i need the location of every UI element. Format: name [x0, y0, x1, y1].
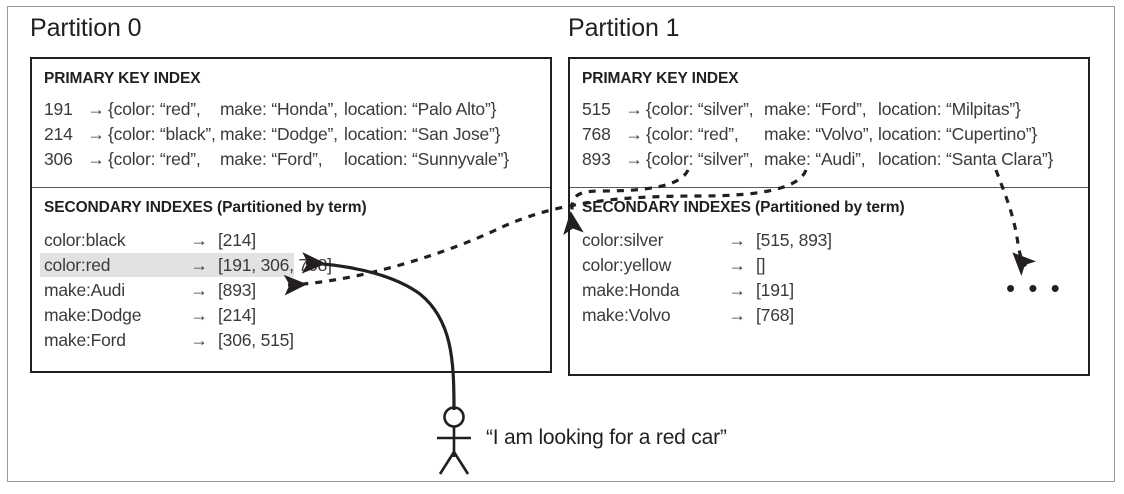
arrow-glyph: → — [728, 230, 746, 250]
list-item: make:Ford → [306, 515] — [40, 328, 294, 352]
partition-0-secondary-title: SECONDARY INDEXES (Partitioned by term) — [44, 199, 367, 216]
arrow-glyph: → — [190, 255, 208, 275]
pk-color: {color: “silver”, — [646, 149, 754, 169]
list-item: make:Honda → [191] — [582, 278, 794, 302]
arrow-glyph: → — [87, 124, 105, 144]
arrow-glyph: → — [728, 280, 746, 300]
si-postings: [214] — [218, 305, 256, 325]
table-row: 214 →{color: “black”,make: “Dodge”, locati… — [44, 124, 501, 145]
pk-color: {color: “red”, — [108, 149, 201, 169]
pk-location: location: “Santa Clara”} — [878, 149, 1054, 169]
arrow-glyph: → — [87, 149, 105, 169]
pk-key: 515 — [582, 99, 611, 119]
stick-figure-leg-right — [452, 451, 470, 475]
pk-key: 191 — [44, 99, 73, 119]
table-row: 893 →{color: “silver”, make: “Audi”, locati… — [582, 149, 1053, 170]
user-query-caption: “I am looking for a red car” — [486, 426, 727, 449]
write-arrow-more-dashed — [994, 169, 1037, 277]
si-term: make:Audi — [44, 280, 125, 300]
si-term: make:Volvo — [582, 305, 671, 325]
pk-key: 768 — [582, 124, 611, 144]
pk-key: 214 — [44, 124, 73, 144]
pk-make: make: “Dodge”, — [220, 124, 338, 144]
pk-key: 306 — [44, 149, 73, 169]
table-row: 306 →{color: “red”, make: “Ford”, location:… — [44, 149, 509, 170]
arrow-glyph: → — [190, 305, 208, 325]
stick-figure-leg-left — [438, 451, 456, 475]
list-item: make:Volvo → [768] — [582, 303, 794, 327]
arrow-glyph: → — [625, 99, 643, 119]
arrow-glyph: → — [190, 330, 208, 350]
si-term: make:Ford — [44, 330, 126, 350]
list-item: make:Audi → [893] — [40, 278, 256, 302]
list-item: color:black → [214] — [40, 228, 256, 252]
arrow-glyph: → — [190, 280, 208, 300]
pk-location: location: “San Jose”} — [344, 124, 501, 144]
pk-color: {color: “red”, — [108, 99, 201, 119]
query-arrow-solid — [301, 252, 456, 411]
ellipsis-more-terms: • • • — [1006, 273, 1063, 303]
pk-make: make: “Honda”, — [220, 99, 338, 119]
write-arrow-audi-dashed — [283, 169, 808, 296]
si-postings: [306, 515] — [218, 330, 294, 350]
partition-0-section-divider — [32, 187, 550, 188]
pk-location: location: “Cupertino”} — [878, 124, 1038, 144]
si-term: color:red — [44, 255, 111, 275]
pk-color: {color: “silver”, — [646, 99, 754, 119]
pk-make: make: “Ford”, — [220, 149, 323, 169]
partition-0-primary-title: PRIMARY KEY INDEX — [44, 70, 201, 87]
si-term: make:Dodge — [44, 305, 142, 325]
si-term: color:silver — [582, 230, 664, 250]
si-term: make:Honda — [582, 280, 680, 300]
user-stick-figure — [437, 406, 471, 475]
si-term: color:black — [44, 230, 126, 250]
partition-1-primary-title: PRIMARY KEY INDEX — [582, 70, 739, 87]
partition-1-title: Partition 1 — [568, 14, 680, 42]
arrow-glyph: → — [625, 124, 643, 144]
list-item-highlighted: color:red→[191, 306, 768] — [40, 253, 332, 277]
pk-location: location: “Milpitas”} — [878, 99, 1021, 119]
pk-location: location: “Palo Alto”} — [344, 99, 497, 119]
list-item: color:silver → [515, 893] — [582, 228, 832, 252]
si-term: color:yellow — [582, 255, 672, 275]
si-postings: [515, 893] — [756, 230, 832, 250]
si-postings: [768] — [756, 305, 794, 325]
table-row: 768 →{color: “red”, make: “Volvo”,location… — [582, 124, 1037, 145]
partition-0-title: Partition 0 — [30, 14, 142, 42]
partition-1-section-divider — [570, 187, 1088, 188]
pk-color: {color: “black”, — [108, 124, 216, 144]
pk-location: location: “Sunnyvale”} — [344, 149, 509, 169]
partition-1-box — [568, 57, 1090, 376]
list-item: color:yellow → [] — [582, 253, 766, 277]
si-postings: [] — [756, 255, 766, 275]
arrow-glyph: → — [728, 255, 746, 275]
si-postings: [893] — [218, 280, 256, 300]
list-item: make:Dodge → [214] — [40, 303, 256, 327]
pk-key: 893 — [582, 149, 611, 169]
stick-figure-head — [443, 406, 465, 428]
arrow-glyph: → — [87, 99, 105, 119]
partition-1-secondary-title: SECONDARY INDEXES (Partitioned by term) — [582, 199, 905, 216]
pk-color: {color: “red”, — [646, 124, 739, 144]
pk-make: make: “Ford”, — [764, 99, 867, 119]
pk-make: make: “Audi”, — [764, 149, 866, 169]
si-postings: [191] — [756, 280, 794, 300]
write-arrow-silver-dashed — [563, 169, 690, 236]
arrow-glyph: → — [625, 149, 643, 169]
arrow-glyph: → — [190, 230, 208, 250]
pk-make: make: “Volvo”, — [764, 124, 874, 144]
arrow-glyph: → — [728, 305, 746, 325]
si-postings: [214] — [218, 230, 256, 250]
partition-0-box — [30, 57, 552, 373]
table-row: 515 →{color: “silver”, make: “Ford”, locati… — [582, 99, 1021, 120]
table-row: 191 →{color: “red”, make: “Honda”, location… — [44, 99, 496, 120]
